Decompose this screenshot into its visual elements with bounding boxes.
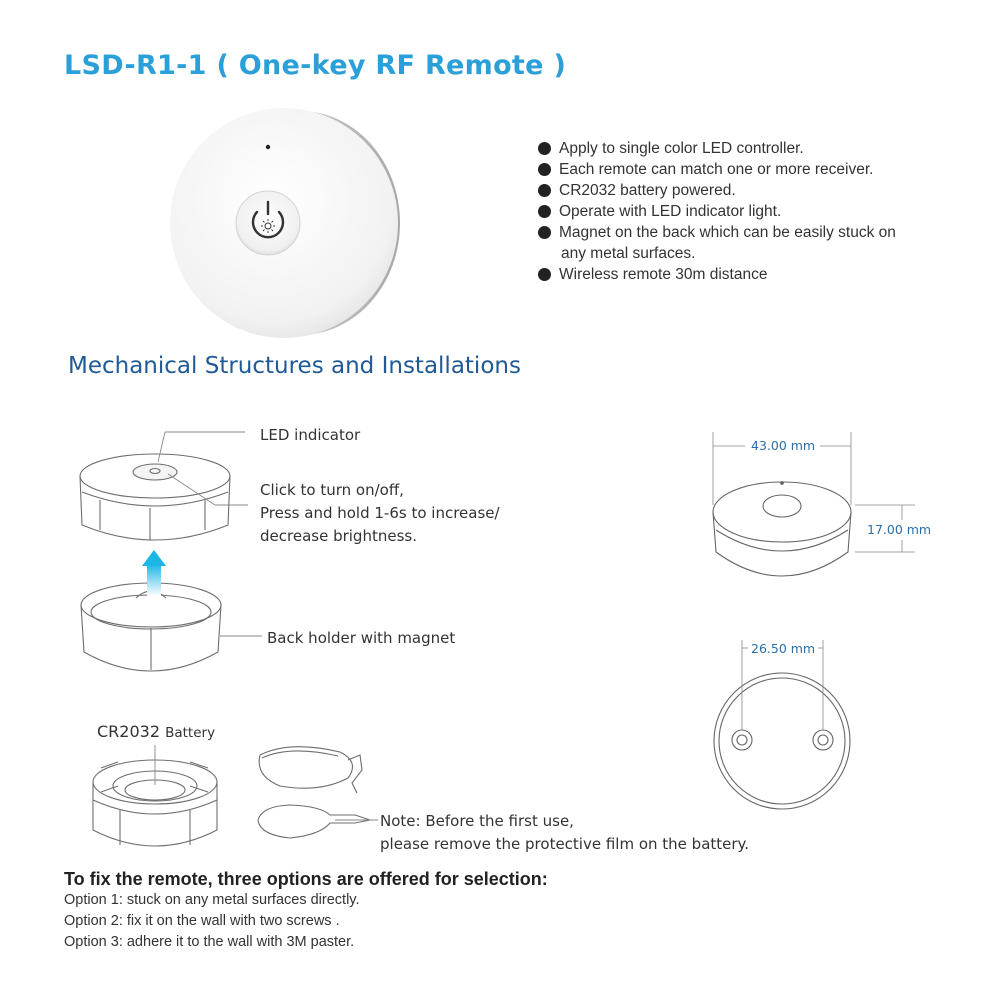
note-line: Before the first use, <box>425 812 574 830</box>
fixing-title: To fix the remote, three options are off… <box>64 869 548 889</box>
note-label: Note: <box>380 812 421 830</box>
click-instruction: Click to turn on/off, Press and hold 1-6… <box>260 479 500 548</box>
fixing-option: Option 1: stuck on any metal surfaces di… <box>64 892 360 908</box>
feature-list: Apply to single color LED controller. Ea… <box>538 138 896 285</box>
led-indicator-label: LED indicator <box>260 426 361 444</box>
battery-model: CR2032 <box>97 722 161 741</box>
click-instruction-line: Press and hold 1-6s to increase/ <box>260 504 500 522</box>
click-instruction-line: Click to turn on/off, <box>260 481 404 499</box>
fixing-option: Option 2: fix it on the wall with two sc… <box>64 913 340 929</box>
battery-label: CR2032 Battery <box>97 720 215 745</box>
feature-item: CR2032 battery powered. <box>538 180 896 201</box>
note-line: please remove the protective film on the… <box>380 835 750 853</box>
dimension-width: 43.00 mm <box>751 438 816 453</box>
note: Note: Before the first use, please remov… <box>380 810 749 856</box>
fixing-options: Option 1: stuck on any metal surfaces di… <box>64 890 360 953</box>
feature-item: Apply to single color LED controller. <box>538 138 896 159</box>
feature-item: Magnet on the back which can be easily s… <box>538 222 896 264</box>
feature-item: Wireless remote 30m distance <box>538 264 896 285</box>
page-title: LSD-R1-1 ( One-key RF Remote ) <box>64 50 567 81</box>
feature-item-text: Magnet on the back which can be easily s… <box>559 224 896 241</box>
click-instruction-line: decrease brightness. <box>260 527 417 545</box>
feature-item: Each remote can match one or more receiv… <box>538 159 896 180</box>
fixing-option: Option 3: adhere it to the wall with 3M … <box>64 934 355 950</box>
section-title: Mechanical Structures and Installations <box>68 353 521 379</box>
back-holder-label: Back holder with magnet <box>267 629 456 647</box>
dimension-hole-spacing: 26.50 mm <box>751 641 816 656</box>
battery-word: Battery <box>165 725 216 741</box>
dimension-height: 17.00 mm <box>867 522 932 537</box>
feature-item-continuation: any metal surfaces. <box>561 245 696 262</box>
assembly-arrow-icon <box>142 550 166 596</box>
feature-item: Operate with LED indicator light. <box>538 201 896 222</box>
